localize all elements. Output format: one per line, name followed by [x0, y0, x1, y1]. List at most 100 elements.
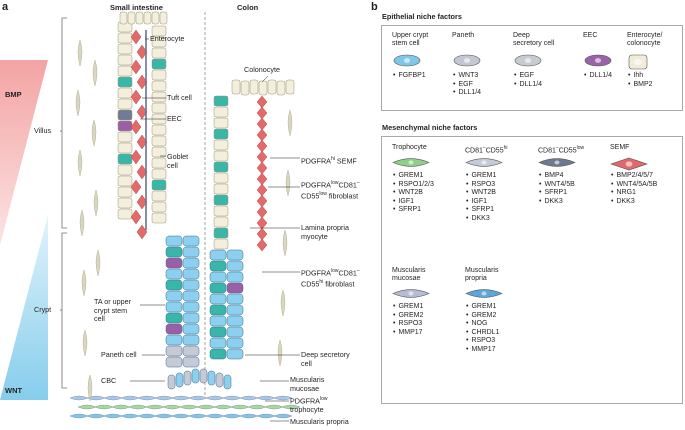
factor-item: RSPO3 [466, 181, 496, 190]
factor-item: NRG1 [611, 189, 657, 198]
semf-cell [130, 29, 142, 45]
muscularis-cell [264, 404, 284, 410]
muscularis-cell [196, 404, 216, 410]
header-line: Muscularis [465, 267, 499, 274]
colon-wall-cell [213, 183, 229, 195]
paneth-cell-label: Paneth cell [101, 350, 137, 359]
colon-semf-cell [256, 172, 268, 186]
muscularis-cell [69, 395, 89, 401]
semf-cell [130, 149, 142, 165]
muscularis-cell [154, 395, 174, 401]
header-line: propria [465, 275, 487, 283]
header-sup: – [555, 145, 559, 151]
colon-crypt-cell [209, 348, 227, 360]
goblet-line-1: Goblet [167, 152, 189, 161]
mesenchymal-factors-5: GREM1GREM2NOGCHRDL1RSPO3MMP17 [466, 303, 499, 355]
factor-item: MMP17 [393, 329, 423, 338]
colonocyte-cell [249, 79, 259, 95]
colon-wall-cell [213, 128, 229, 140]
factor-item: EGF [514, 72, 542, 81]
factor-item: CHRDL1 [466, 329, 499, 338]
header-line: Muscularis [392, 267, 426, 274]
mesenchymal-header-2: CD81–CD55low [538, 144, 584, 156]
factor-item: EGF [453, 81, 481, 90]
fib2-l2-pre: CD55 [301, 279, 320, 289]
header-line: Upper crypt [392, 32, 429, 39]
epithelial-header-1: Paneth [452, 32, 474, 40]
muscularis-cell [273, 413, 293, 419]
villus-tip-cell [119, 11, 128, 25]
epithelial-cell-icon-2 [514, 54, 542, 67]
muscularis-cell [247, 404, 267, 410]
crypt-cell [165, 323, 183, 335]
muscularis-cell [86, 413, 106, 419]
colon-wall-cell [213, 95, 229, 107]
ta-stem-label: TA or upper crypt stem cell [94, 297, 131, 324]
mesenchymal-cell-icon-2 [538, 158, 576, 167]
crypt-cell [165, 312, 183, 324]
villus-cell-left [117, 54, 133, 66]
deep-line-2: cell [301, 358, 312, 368]
villus-cell-right [151, 201, 167, 213]
colon-semf-cell [256, 238, 268, 252]
factor-item: WNT4/5B [539, 181, 574, 190]
mesenchymal-cell-icon-5 [465, 289, 503, 298]
mesenchymal-header-0: Trophocyte [392, 144, 427, 152]
colon-crypt-cell [209, 326, 227, 338]
muscularis-cell [171, 413, 191, 419]
colon-crypt-cell [226, 348, 244, 360]
colonocyte-label: Colonocyte [244, 65, 280, 74]
fib1-l2-pre: CD55 [301, 191, 320, 201]
fibroblast-cell [77, 39, 83, 67]
goblet-cell-label: Goblet cell [167, 152, 189, 170]
villus-cell-right [151, 157, 167, 169]
factor-item: GREM1 [466, 303, 499, 312]
semf-post: SEMF [334, 156, 357, 166]
villus-tip-cell [159, 11, 168, 25]
header-mid: CD55 [558, 147, 577, 155]
muscularis-cell [281, 404, 301, 410]
villus-cell-left [117, 32, 133, 44]
muscularis-cell [154, 413, 174, 419]
factor-item: BMP4 [539, 172, 575, 181]
muscularis-cell [137, 395, 157, 401]
header-sup: – [482, 145, 486, 151]
muscularis-cell [273, 395, 293, 401]
muscularis-cell [162, 404, 182, 410]
fibroblast-cell [91, 119, 97, 147]
mesenchymal-factors-3: BMP2/4/5/7WNT4/5A/5BNRG1DKK3 [611, 172, 657, 206]
villus-tip-cell [143, 11, 152, 25]
crypt-cell [165, 257, 183, 269]
colon-crypt-cell [209, 337, 227, 349]
colonocyte-cell [231, 79, 241, 95]
factor-item: RSPO3 [393, 320, 423, 329]
factor-item: RSPO3 [466, 337, 499, 346]
muscularis-cell [222, 413, 242, 419]
villus-cell-right [151, 25, 167, 37]
villus-cell-left [117, 65, 133, 77]
colon-crypt-cell [209, 271, 227, 283]
crypt-base-cell [183, 370, 192, 386]
colonocyte-cell [276, 80, 286, 96]
goblet-line-2: cell [167, 160, 178, 170]
semf-cell [130, 209, 142, 225]
muscularis-cell [188, 395, 208, 401]
fibroblast-cd55low-label: PDGFRAlowCD81– CD55low fibroblast [301, 179, 360, 201]
villus-cell-right [151, 102, 167, 114]
header-line: Enterocyte/ [627, 32, 663, 39]
semf-label: PDGFRAhi SEMF [301, 155, 357, 166]
fibroblast-cell [95, 249, 101, 277]
factor-item: Ihh [628, 72, 653, 81]
factor-item: BMP2 [628, 81, 652, 90]
bmp-label: BMP [5, 90, 22, 99]
muscularis-cell [179, 404, 199, 410]
crypt-base-cell [223, 374, 232, 390]
semf-pre: PDGFRA [301, 156, 331, 166]
crypt-cell [182, 345, 200, 357]
crypt-cell [182, 323, 200, 335]
